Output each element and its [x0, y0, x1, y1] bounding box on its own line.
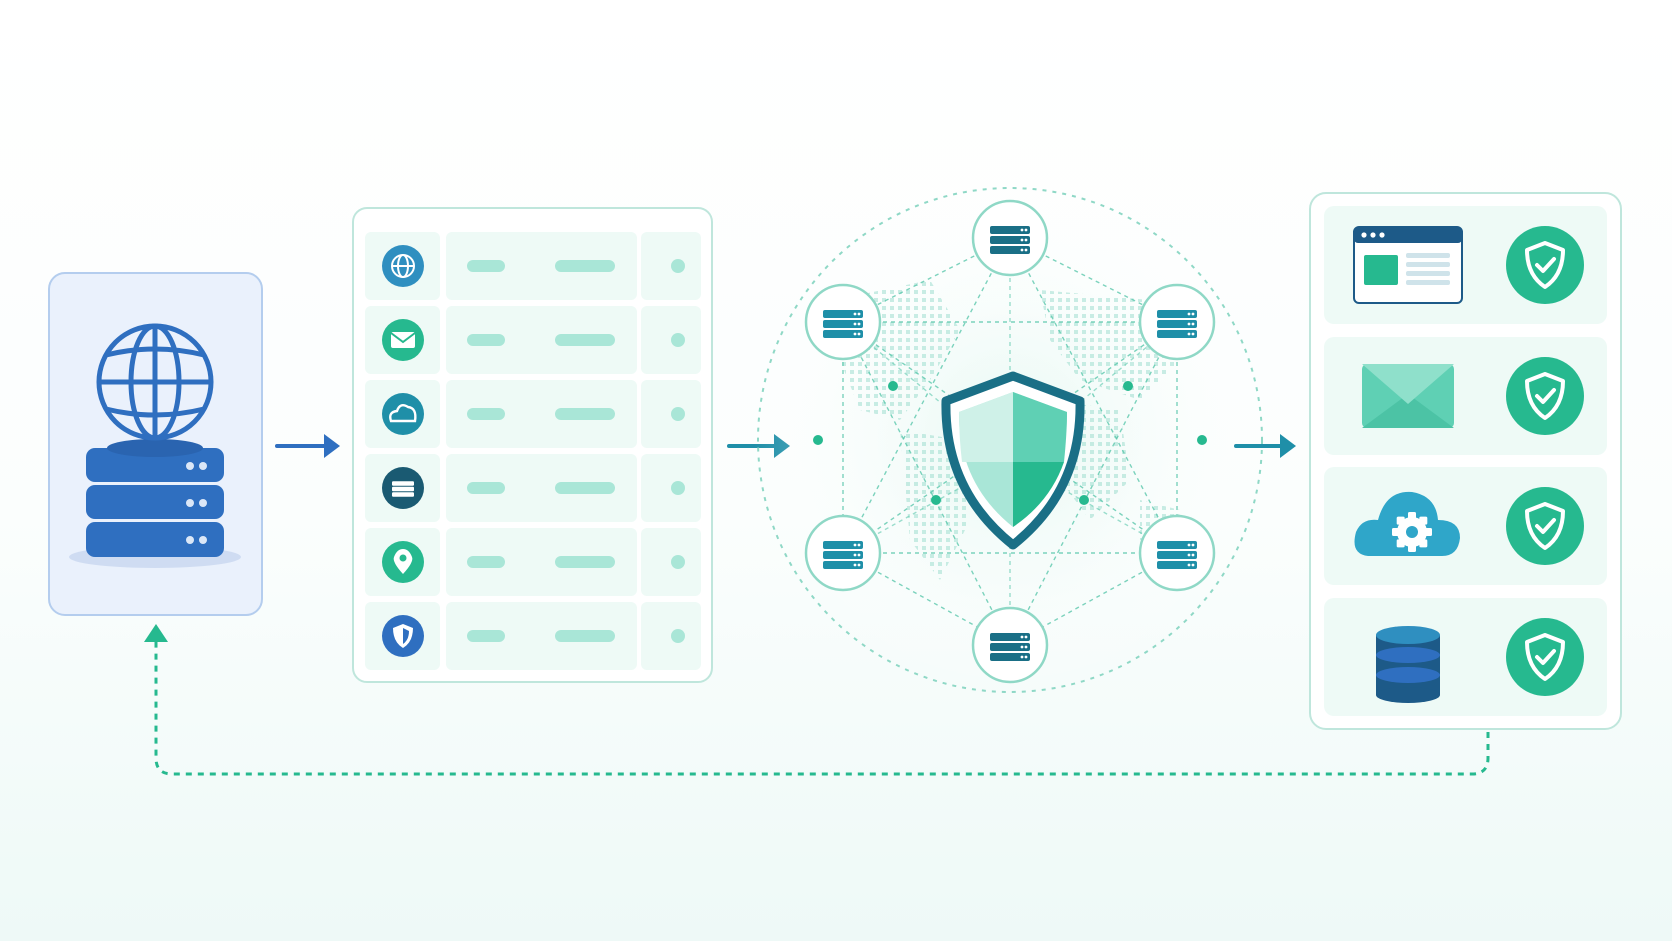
network-node-server-icon: [971, 199, 1049, 277]
location-pin-icon: [382, 541, 424, 583]
feedback-loop-arrow: [144, 624, 1490, 776]
placeholder-bar: [555, 408, 615, 420]
protected-services-panel: [1309, 192, 1622, 730]
placeholder-bar: [467, 630, 505, 642]
service-tile: [1324, 337, 1607, 455]
table-row: [365, 602, 701, 670]
placeholder-bar: [555, 260, 615, 272]
status-dot: [671, 481, 685, 495]
secure-network-cluster: [754, 184, 1266, 696]
placeholder-bar: [467, 334, 505, 346]
cloud-icon: [382, 393, 424, 435]
verified-shield-icon: [1506, 226, 1584, 304]
network-node-server-icon: [971, 606, 1049, 684]
service-tile: [1324, 467, 1607, 585]
verified-shield-icon: [1506, 487, 1584, 565]
network-node-server-icon: [1138, 283, 1216, 361]
verified-shield-icon: [1506, 357, 1584, 435]
status-dot: [671, 629, 685, 643]
table-row: [365, 454, 701, 522]
placeholder-bar: [467, 260, 505, 272]
placeholder-bar: [467, 556, 505, 568]
status-dot: [671, 259, 685, 273]
placeholder-bar: [467, 408, 505, 420]
security-shield-icon: [941, 371, 1085, 550]
status-dot: [671, 407, 685, 421]
cloud-settings-icon: [1354, 491, 1460, 556]
network-node-server-icon: [804, 514, 882, 592]
verified-shield-icon: [1506, 618, 1584, 696]
status-dot: [671, 555, 685, 569]
network-node-server-icon: [804, 283, 882, 361]
mail-icon: [1362, 364, 1454, 428]
placeholder-bar: [555, 334, 615, 346]
service-tile: [1324, 206, 1607, 324]
server-icon: [382, 467, 424, 509]
globe-icon: [382, 245, 424, 287]
status-dot: [671, 333, 685, 347]
source-panel: [48, 272, 263, 616]
placeholder-bar: [555, 556, 615, 568]
table-row: [365, 306, 701, 374]
table-row: [365, 380, 701, 448]
database-icon: [1376, 626, 1440, 703]
website-icon: [1353, 226, 1463, 304]
flow-arrow: [1234, 434, 1296, 458]
globe-server-icon: [69, 323, 241, 568]
record-table-panel: [352, 207, 713, 683]
flow-arrow: [275, 434, 340, 458]
placeholder-bar: [555, 482, 615, 494]
service-tile: [1324, 598, 1607, 716]
shield-icon: [382, 615, 424, 657]
table-row: [365, 528, 701, 596]
network-node-server-icon: [1138, 514, 1216, 592]
placeholder-bar: [467, 482, 505, 494]
mail-icon: [382, 319, 424, 361]
placeholder-bar: [555, 630, 615, 642]
table-row: [365, 232, 701, 300]
